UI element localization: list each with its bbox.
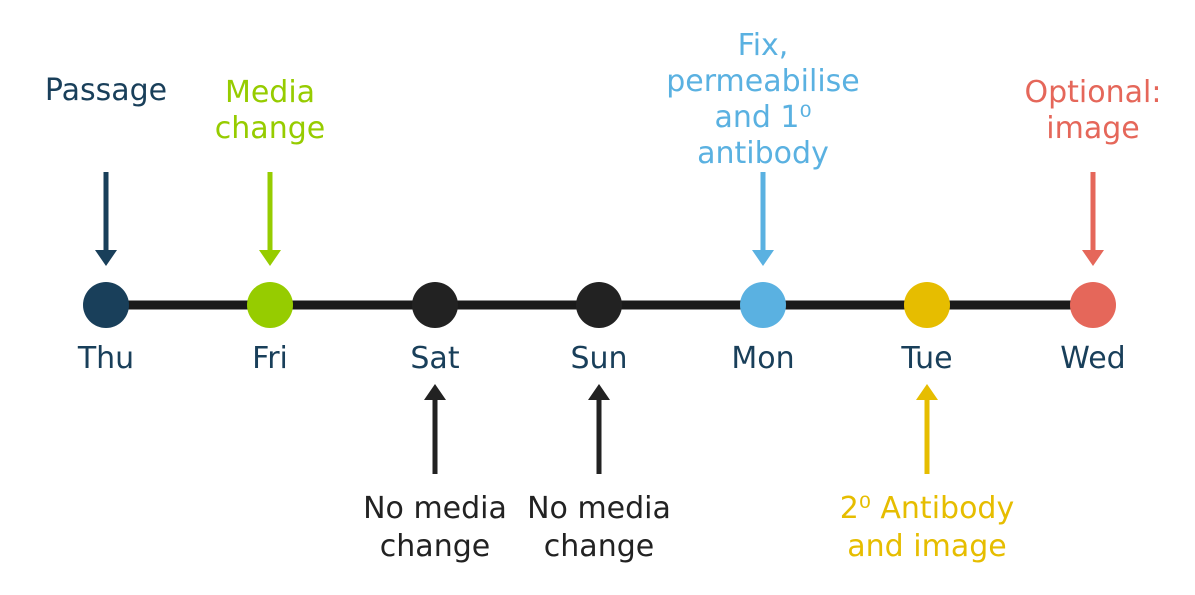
annotation-sat-line-1: No media	[363, 491, 507, 526]
annotation-thu-arrow-head	[95, 250, 117, 266]
annotation-tue-line-2: and image	[847, 529, 1006, 564]
day-label-sat: Sat	[410, 341, 459, 376]
day-label-tue: Tue	[900, 341, 952, 376]
day-node-mon	[740, 282, 786, 328]
annotation-mon-line-3: and 1⁰	[714, 100, 811, 135]
annotation-sun-line-2: change	[544, 529, 654, 564]
annotation-sat-line-2: change	[380, 529, 490, 564]
annotation-wed-arrow-head	[1082, 250, 1104, 266]
day-nodes	[83, 282, 1116, 328]
annotation-mon-line-1: Fix,	[738, 28, 789, 63]
day-label-wed: Wed	[1060, 341, 1125, 376]
day-label-mon: Mon	[731, 341, 794, 376]
day-labels: Thu Fri Sat Sun Mon Tue Wed	[77, 341, 1126, 376]
annotation-wed-line-2: image	[1046, 111, 1139, 146]
annotation-thu-line-1: Passage	[45, 73, 167, 108]
annotation-mon-arrow-head	[752, 250, 774, 266]
day-node-thu	[83, 282, 129, 328]
annotation-mon-line-4: antibody	[697, 136, 829, 171]
day-node-tue	[904, 282, 950, 328]
annotation-tue-arrow-head	[916, 384, 938, 400]
day-label-sun: Sun	[570, 341, 627, 376]
annotation-sun-arrow-head	[588, 384, 610, 400]
annotation-tue-line-1: 2⁰ Antibody	[840, 491, 1014, 526]
annotation-wed: Optional:image	[1025, 75, 1162, 266]
annotation-fri-arrow-head	[259, 250, 281, 266]
annotation-thu: Passage	[45, 73, 167, 266]
annotation-fri-line-1: Media	[225, 75, 315, 110]
day-node-sun	[576, 282, 622, 328]
day-node-wed	[1070, 282, 1116, 328]
day-node-sat	[412, 282, 458, 328]
day-node-fri	[247, 282, 293, 328]
annotation-wed-line-1: Optional:	[1025, 75, 1162, 110]
annotation-fri-line-2: change	[215, 111, 325, 146]
annotation-mon-line-2: permeabilise	[666, 64, 860, 99]
annotation-sun-line-1: No media	[527, 491, 671, 526]
annotation-sat-arrow-head	[424, 384, 446, 400]
day-label-thu: Thu	[77, 341, 134, 376]
day-label-fri: Fri	[252, 341, 288, 376]
